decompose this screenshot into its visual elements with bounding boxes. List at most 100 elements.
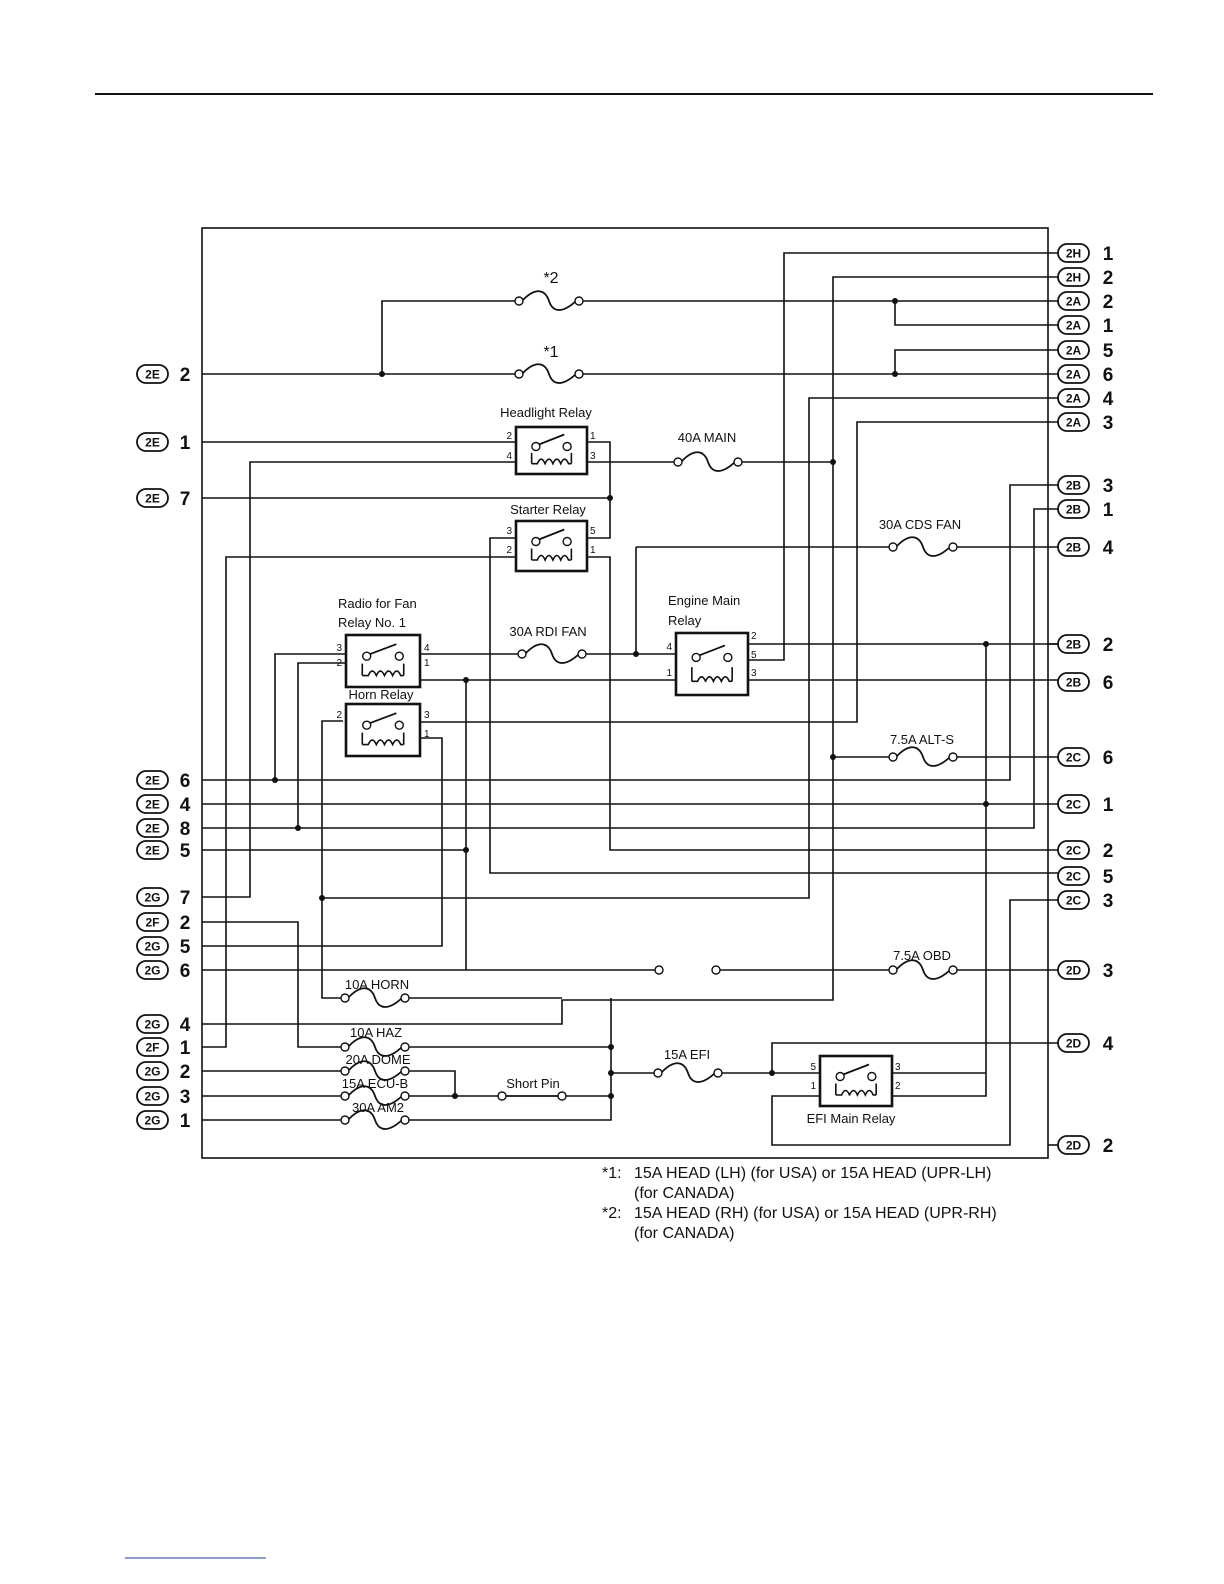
headlight-relay-label: Headlight Relay xyxy=(500,405,592,420)
wiring xyxy=(202,252,1058,1146)
efi-main-relay-label: EFI Main Relay xyxy=(807,1111,896,1126)
connector-pin: 2 xyxy=(1103,268,1114,289)
relay-coil-icon xyxy=(361,732,405,747)
connector-badge-icon xyxy=(1057,794,1090,814)
fuse-label: 15A ECU-B xyxy=(342,1076,408,1091)
relay-pin-label: 1 xyxy=(590,431,596,442)
fuse-label: Short Pin xyxy=(506,1076,559,1091)
connector-badge-icon xyxy=(1057,388,1090,408)
connector-pin: 4 xyxy=(180,795,191,816)
connector-pin: 3 xyxy=(1103,476,1114,497)
fuse-icon xyxy=(340,987,410,1008)
fuse-icon xyxy=(653,1062,723,1083)
connector-pin: 6 xyxy=(180,771,191,792)
connector-badge-icon xyxy=(1057,960,1090,980)
connector-pin: 4 xyxy=(1103,389,1114,410)
fuse-icon xyxy=(517,643,587,664)
connector-badge-icon xyxy=(1057,499,1090,519)
fuse-label: 40A MAIN xyxy=(678,430,737,445)
starter-relay-label: Starter Relay xyxy=(510,502,586,517)
connector-pin: 4 xyxy=(180,1015,191,1036)
fuse-10a-haz: 10A HAZ xyxy=(340,1025,410,1057)
connector-id: 2F xyxy=(145,1041,159,1055)
connector-id: 2E xyxy=(145,436,160,450)
relay-pin-label: 4 xyxy=(424,643,430,654)
connector-badge-icon xyxy=(136,364,169,384)
relay-pin-label: 5 xyxy=(590,526,596,537)
connector-badge-icon xyxy=(136,887,169,907)
connector-pin: 4 xyxy=(1103,1034,1114,1055)
connector-2d-2: 2D 2 xyxy=(1057,1135,1114,1157)
connector-badge-icon xyxy=(1057,1033,1090,1053)
connector-id: 2B xyxy=(1066,503,1082,517)
fuse-15a-ecu-b: 15A ECU-B xyxy=(340,1076,410,1106)
connector-badge-icon xyxy=(1057,315,1090,335)
relay-pin-label: 3 xyxy=(590,451,596,462)
connector-id: 2E xyxy=(145,844,160,858)
relay-switch-icon xyxy=(531,528,572,547)
connector-id: 2E xyxy=(145,798,160,812)
connector-pin: 1 xyxy=(180,433,191,454)
relay-pin-label: 4 xyxy=(666,642,672,653)
connector-id: 2B xyxy=(1066,479,1082,493)
note-1-text: 15A HEAD (LH) (for USA) or 15A HEAD (UPR… xyxy=(634,1165,991,1182)
connector-id: 2D xyxy=(1066,964,1082,978)
relay-coil-icon xyxy=(835,1083,877,1097)
connector-pin: 1 xyxy=(1103,244,1114,265)
connector-2b-3: 2B 3 xyxy=(1057,475,1114,497)
short-pin: Short Pin xyxy=(497,1076,567,1101)
note-2-text: 15A HEAD (RH) (for USA) or 15A HEAD (UPR… xyxy=(634,1205,997,1222)
relay-pin-label: 1 xyxy=(590,545,596,556)
connector-2e-1: 2E 1 xyxy=(136,432,191,454)
connector-pin: 2 xyxy=(1103,1136,1114,1157)
connector-id: 2A xyxy=(1066,344,1082,358)
relay-coil-icon xyxy=(691,667,733,684)
connector-id: 2H xyxy=(1066,247,1081,261)
footnotes: *1: 15A HEAD (LH) (for USA) or 15A HEAD … xyxy=(602,1165,997,1242)
fuse-label: 30A CDS FAN xyxy=(879,517,961,532)
connector-id: 2A xyxy=(1066,319,1082,333)
relay-switch-icon xyxy=(691,644,733,663)
connector-badge-icon xyxy=(1057,537,1090,557)
connector-pin: 5 xyxy=(180,841,191,862)
connector-pin: 8 xyxy=(180,819,191,840)
connector-badge-icon xyxy=(1057,243,1090,263)
fuse-icon xyxy=(340,1060,410,1081)
relay-pin-label: 3 xyxy=(751,668,757,679)
connector-2h-1: 2H 1 xyxy=(1057,243,1114,265)
terminal-icon xyxy=(654,965,664,975)
connector-id: 2D xyxy=(1066,1139,1082,1153)
fuse-icon xyxy=(514,290,584,311)
connector-2e-4: 2E 4 xyxy=(136,794,191,816)
relay-pin-label: 5 xyxy=(751,650,757,661)
connector-badge-icon xyxy=(1057,412,1090,432)
fuse-icon xyxy=(340,1085,410,1106)
fuse-icon xyxy=(514,363,584,384)
relay-pin-label: 5 xyxy=(810,1062,816,1073)
relay-pin-label: 1 xyxy=(666,668,672,679)
connector-badge-icon xyxy=(1057,840,1090,860)
relay-pin-label: 1 xyxy=(810,1081,816,1092)
